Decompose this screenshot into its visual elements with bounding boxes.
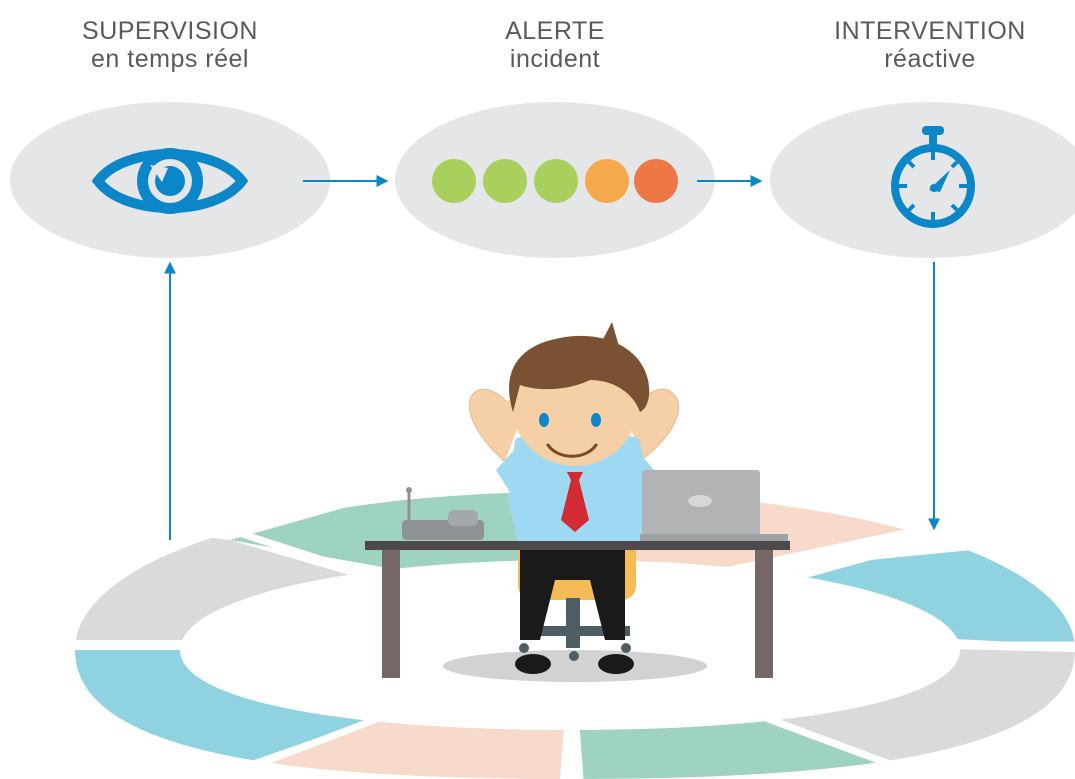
step-subtitle-intervention: réactive bbox=[884, 45, 976, 73]
step-label-intervention: INTERVENTION réactive bbox=[800, 17, 1060, 73]
eye-icon bbox=[91, 148, 249, 214]
step-title-intervention: INTERVENTION bbox=[834, 17, 1026, 45]
step-label-alerte: ALERTE incident bbox=[425, 17, 685, 73]
alert-dots-icon bbox=[432, 159, 678, 203]
step-title-alerte: ALERTE bbox=[505, 17, 605, 45]
step-title-supervision: SUPERVISION bbox=[82, 17, 258, 45]
stopwatch-icon bbox=[891, 126, 975, 228]
alert-dot-2 bbox=[483, 159, 527, 203]
step-label-supervision: SUPERVISION en temps réel bbox=[40, 17, 300, 73]
step-subtitle-supervision: en temps réel bbox=[91, 45, 249, 73]
alert-dot-3 bbox=[534, 159, 578, 203]
alert-dot-5 bbox=[634, 159, 678, 203]
alert-dot-1 bbox=[432, 159, 476, 203]
flow-arrows bbox=[164, 175, 940, 540]
bubble-intervention bbox=[770, 102, 1075, 258]
step-subtitle-alerte: incident bbox=[509, 45, 601, 73]
operator-illustration bbox=[365, 322, 790, 682]
alert-dot-4 bbox=[585, 159, 629, 203]
